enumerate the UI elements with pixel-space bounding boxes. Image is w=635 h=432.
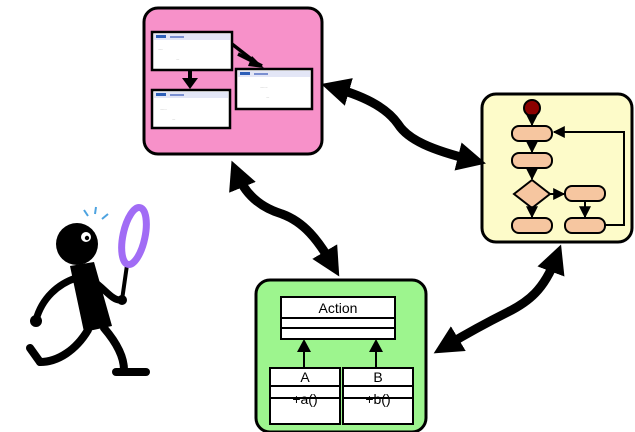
- sparkle-icon: [83, 206, 109, 220]
- activity-node: [564, 217, 606, 234]
- activity-flow-lines: [526, 114, 625, 226]
- class-box-action: Action: [280, 296, 396, 340]
- class-box-a: A +a(): [269, 367, 341, 425]
- class-diagram-panel: Action A +a() B +b(): [254, 278, 428, 432]
- browser-window-icon: ...... ....: [150, 30, 234, 72]
- svg-text:....: ....: [266, 95, 270, 99]
- connector-activity-class: [433, 244, 565, 354]
- connector-screen-activity: [321, 78, 486, 171]
- activity-node: [511, 217, 553, 234]
- screen-flow-panel: ...... .... ........ .... ......... ....: [142, 6, 324, 156]
- inheritance-arrow: [369, 339, 383, 368]
- screen-transition-arrow: [182, 70, 198, 89]
- magnifying-glass-icon: [118, 204, 150, 301]
- svg-text:........: ........: [160, 107, 167, 111]
- class-member-b: +b(): [365, 391, 390, 407]
- activity-diagram-panel: [480, 92, 634, 244]
- class-member-a: +a(): [292, 391, 317, 407]
- activity-node: [511, 125, 553, 142]
- class-name-b: B: [373, 369, 382, 385]
- inheritance-arrow: [297, 339, 311, 368]
- svg-text:.........: .........: [260, 85, 268, 89]
- start-node-icon: [523, 99, 541, 117]
- svg-text:......: ......: [158, 47, 163, 51]
- class-name-a: A: [300, 369, 310, 385]
- stick-figure-with-magnifying-glass-icon: [26, 204, 150, 376]
- screen-transition-arrow: [230, 42, 264, 68]
- activity-node: [564, 185, 606, 202]
- browser-window-icon: ......... ....: [234, 67, 314, 111]
- browser-window-icon: ........ ....: [150, 88, 232, 130]
- activity-node: [511, 152, 553, 169]
- class-box-b: B +b(): [342, 367, 414, 425]
- class-name-action: Action: [319, 300, 358, 316]
- connector-screen-class: [229, 160, 340, 277]
- svg-text:....: ....: [176, 57, 180, 61]
- svg-text:....: ....: [172, 117, 176, 121]
